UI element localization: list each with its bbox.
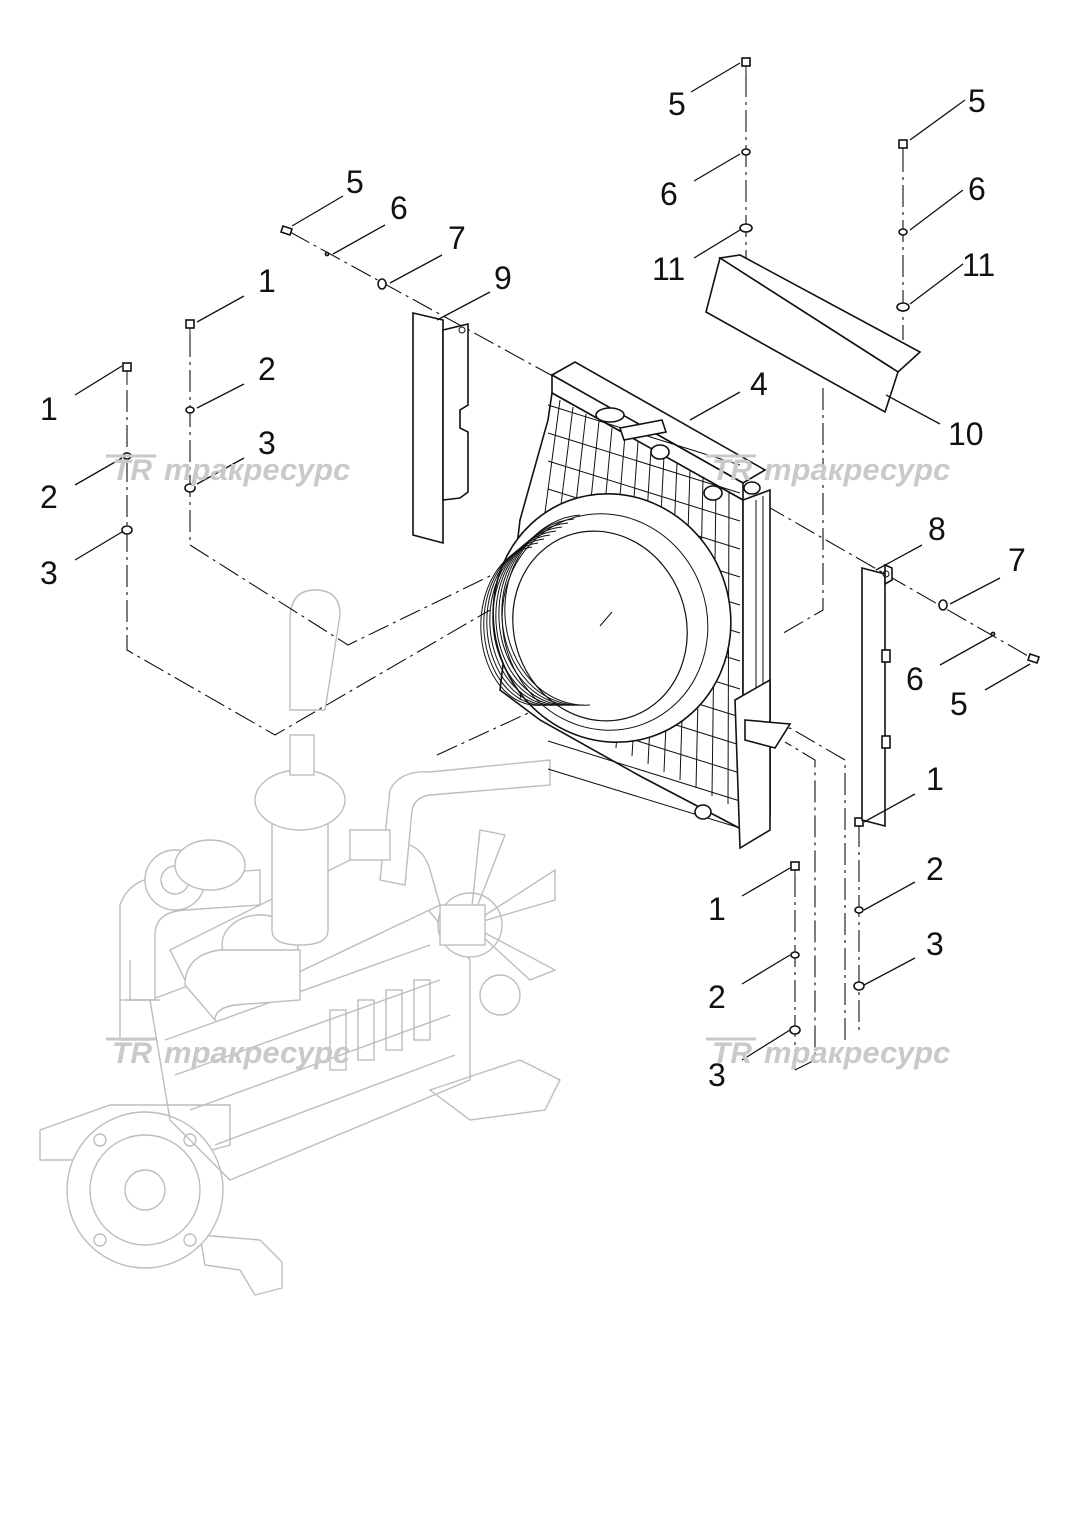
part-9-left-bracket	[412, 311, 469, 545]
watermark-text: тракресурс	[164, 452, 350, 487]
callout-6: 6	[906, 661, 924, 697]
watermark-text: тракресурс	[764, 1035, 950, 1070]
washer-6-left	[324, 251, 330, 257]
screw-5-left	[279, 224, 294, 237]
watermark-logo: TR	[712, 454, 752, 487]
callout-10: 10	[948, 416, 984, 452]
callout-1: 1	[40, 391, 58, 427]
washer-2-lower-b	[854, 906, 864, 914]
bolt-1-lower-b	[854, 817, 864, 836]
leader-lines	[74, 62, 1031, 1061]
callout-5: 5	[346, 164, 364, 200]
callout-3: 3	[258, 425, 276, 461]
callout-1: 1	[926, 761, 944, 797]
watermark: TR тракресурс	[706, 452, 950, 487]
callout-11: 11	[652, 251, 685, 287]
washer-11-top-center	[739, 223, 753, 233]
washer-6-top-center	[741, 148, 751, 156]
watermark: TR тракресурс	[706, 1035, 950, 1070]
part-8-right-bracket	[861, 563, 893, 828]
callout-1: 1	[258, 263, 276, 299]
callout-7: 7	[1008, 542, 1026, 578]
callout-4: 4	[750, 366, 768, 402]
callout-7: 7	[448, 220, 466, 256]
engine-illustration	[39, 589, 561, 1296]
washer-2-left-b	[185, 406, 195, 414]
watermark: TR тракресурс	[106, 452, 350, 487]
callout-9: 9	[494, 260, 512, 296]
callout-5: 5	[968, 83, 986, 119]
callout-6: 6	[660, 176, 678, 212]
callout-3: 3	[708, 1057, 726, 1093]
bolt-1-left-a	[122, 362, 132, 385]
washer-3-lower-a	[789, 1025, 801, 1035]
washer-3-lower-b	[853, 981, 865, 991]
callout-2: 2	[926, 851, 944, 887]
washer-6-right	[990, 631, 996, 637]
bolt-1-left-b	[185, 319, 195, 340]
bolt-5-top-right	[898, 139, 908, 160]
watermark-text: тракресурс	[164, 1035, 350, 1070]
washer-11-top-right	[896, 302, 910, 312]
callout-11: 11	[962, 247, 995, 283]
callout-8: 8	[928, 511, 946, 547]
callout-2: 2	[708, 979, 726, 1015]
bolt-1-lower-a	[790, 861, 800, 880]
watermark: TR тракресурс	[106, 1035, 350, 1070]
callout-6: 6	[390, 190, 408, 226]
callout-1: 1	[708, 891, 726, 927]
callout-2: 2	[258, 351, 276, 387]
watermark-logo: TR	[112, 454, 152, 487]
watermark-logo: TR	[712, 1037, 752, 1070]
callout-3: 3	[926, 926, 944, 962]
watermark-text: тракресурс	[764, 452, 950, 487]
screw-5-right	[1026, 652, 1041, 665]
part-4-radiator	[480, 361, 792, 850]
washer-3-left-b	[184, 483, 196, 493]
bolt-5-top-center	[741, 57, 751, 80]
washer-3-left-a	[121, 525, 133, 535]
callout-2: 2	[40, 479, 58, 515]
washer-6-top-right	[898, 228, 908, 236]
washer-2-lower-a	[790, 951, 800, 959]
washer-7-left	[377, 278, 387, 290]
washer-7-right	[938, 599, 948, 611]
callout-5: 5	[668, 86, 686, 122]
callout-6: 6	[968, 171, 986, 207]
part-10-top-cover	[705, 254, 922, 414]
callout-5: 5	[950, 686, 968, 722]
callout-3: 3	[40, 555, 58, 591]
watermark-logo: TR	[112, 1037, 152, 1070]
